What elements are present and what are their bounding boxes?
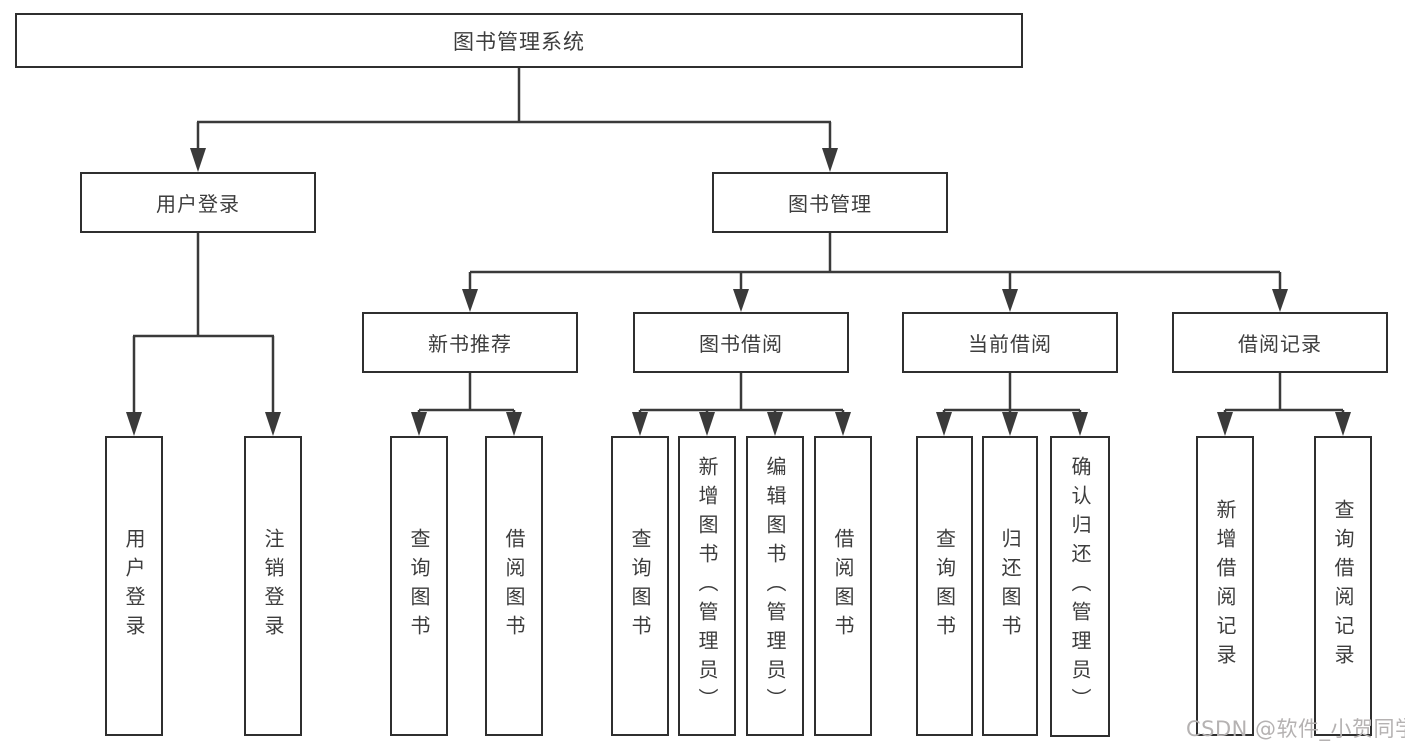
node-new-book-recommend: 新书推荐 <box>362 312 578 373</box>
node-borrowing-records: 借阅记录 <box>1172 312 1388 373</box>
leaf-user-login: 用户登录 <box>105 436 163 736</box>
leaf-recommend-query-books: 查询图书 <box>390 436 448 736</box>
node-label: 新书推荐 <box>428 332 512 356</box>
node-label: 图书借阅 <box>699 332 783 356</box>
node-label: 借阅图书 <box>831 528 855 644</box>
node-book-borrowing: 图书借阅 <box>633 312 849 373</box>
arrowhead-icon <box>632 412 648 436</box>
arrowhead-icon <box>1072 412 1088 436</box>
arrowhead-icon <box>506 412 522 436</box>
arrowhead-icon <box>1002 412 1018 436</box>
node-label: 编辑图书（管理员） <box>763 455 787 717</box>
arrowhead-icon <box>411 412 427 436</box>
connector-records-to-leaves <box>1217 373 1351 436</box>
node-label: 新增借阅记录 <box>1213 499 1237 673</box>
arrowhead-icon <box>699 412 715 436</box>
arrowhead-icon <box>822 148 838 172</box>
node-label: 当前借阅 <box>968 332 1052 356</box>
arrowhead-icon <box>1217 412 1233 436</box>
node-label: 用户登录 <box>156 192 240 216</box>
arrowhead-icon <box>126 412 142 436</box>
node-label: 查询图书 <box>407 528 431 644</box>
connector-management-to-level3 <box>462 233 1288 312</box>
arrowhead-icon <box>1335 412 1351 436</box>
leaf-recommend-borrow-books: 借阅图书 <box>485 436 543 736</box>
node-label: 查询图书 <box>932 528 957 644</box>
arrowhead-icon <box>936 412 952 436</box>
arrowhead-icon <box>733 289 749 312</box>
node-label: 新增图书（管理员） <box>695 455 719 717</box>
node-label: 借阅图书 <box>502 528 526 644</box>
connector-login-to-leaves <box>126 233 281 436</box>
node-current-borrowing: 当前借阅 <box>902 312 1118 373</box>
leaf-records-query-record: 查询借阅记录 <box>1314 436 1372 736</box>
node-label: 图书管理 <box>788 192 872 216</box>
leaf-records-add-record: 新增借阅记录 <box>1196 436 1254 736</box>
node-label: 确认归还（管理员） <box>1068 456 1092 717</box>
leaf-current-confirm-return-admin: 确认归还（管理员） <box>1050 436 1110 737</box>
node-label: 借阅记录 <box>1238 332 1322 356</box>
node-book-management: 图书管理 <box>712 172 948 233</box>
node-label: 图书管理系统 <box>453 29 585 54</box>
node-label: 查询借阅记录 <box>1331 499 1355 673</box>
arrowhead-icon <box>1002 289 1018 312</box>
node-label: 注销登录 <box>261 528 285 644</box>
connector-root-to-level2 <box>190 67 838 172</box>
arrowhead-icon <box>835 412 851 436</box>
connector-recommend-to-leaves <box>411 373 522 436</box>
leaf-borrow-query-books: 查询图书 <box>611 436 669 736</box>
arrowhead-icon <box>265 412 281 436</box>
node-label: 用户登录 <box>122 528 146 644</box>
node-root-system: 图书管理系统 <box>15 13 1023 68</box>
arrowhead-icon <box>190 148 206 172</box>
connector-borrow-to-leaves <box>632 373 851 436</box>
node-label: 归还图书 <box>998 528 1022 644</box>
leaf-borrow-add-books-admin: 新增图书（管理员） <box>678 436 736 736</box>
leaf-borrow-borrow-books: 借阅图书 <box>814 436 872 736</box>
leaf-logout: 注销登录 <box>244 436 302 736</box>
leaf-current-query-books: 查询图书 <box>916 436 973 736</box>
leaf-current-return-books: 归还图书 <box>982 436 1038 736</box>
csdn-watermark: CSDN @软件_小贺同学 <box>1186 717 1405 741</box>
connector-current-to-leaves <box>936 373 1088 436</box>
arrowhead-icon <box>462 289 478 312</box>
leaf-borrow-edit-books-admin: 编辑图书（管理员） <box>746 436 804 736</box>
arrowhead-icon <box>767 412 783 436</box>
node-user-login: 用户登录 <box>80 172 316 233</box>
node-label: 查询图书 <box>628 528 652 644</box>
arrowhead-icon <box>1272 289 1288 312</box>
